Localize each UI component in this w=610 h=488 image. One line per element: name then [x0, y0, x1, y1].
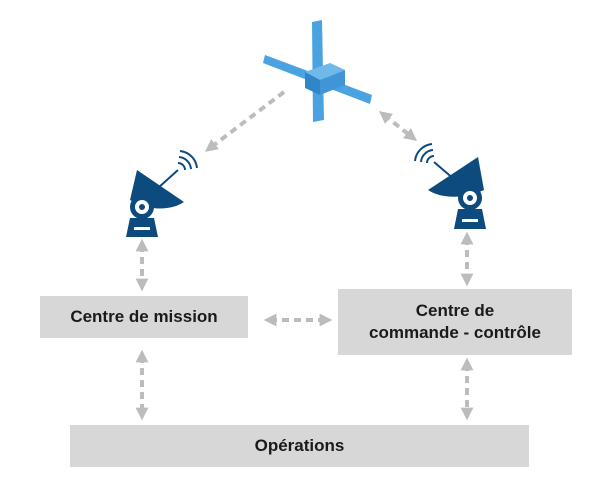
- command-control-center-label: Centre de commande - contrôle: [369, 300, 541, 342]
- mission-center-label: Centre de mission: [70, 306, 218, 326]
- signal-waves-icon: [414, 143, 435, 164]
- ground-antenna-icon: [428, 157, 486, 229]
- mission-center-box: Centre de mission: [40, 296, 248, 338]
- signal-waves-icon: [177, 150, 198, 171]
- arrow-satellite-right-antenna: [378, 111, 418, 141]
- operations-box: Opérations: [70, 425, 529, 467]
- operations-label: Opérations: [254, 435, 345, 455]
- satellite-icon: [263, 20, 372, 122]
- ground-antenna-icon: [126, 169, 184, 237]
- command-control-center-box: Centre de commande - contrôle: [338, 289, 572, 355]
- arrow-satellite-to-left-antenna: [204, 90, 286, 152]
